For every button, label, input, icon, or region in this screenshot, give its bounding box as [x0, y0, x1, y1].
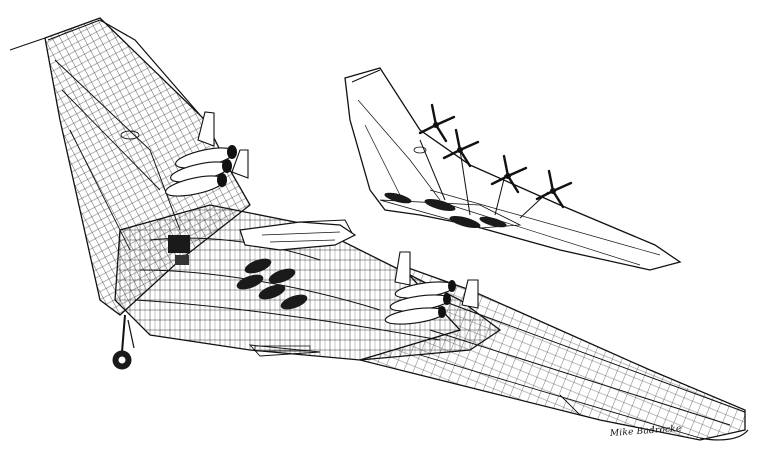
main-cutaway-aircraft — [9, 17, 749, 441]
secondary-prop-aircraft — [344, 67, 682, 271]
propeller-4 — [535, 169, 573, 209]
starboard-wing-cutaway — [357, 264, 749, 441]
landing-gear — [112, 314, 135, 370]
internal-engines-cutaway — [168, 235, 308, 310]
propeller-3 — [490, 154, 528, 194]
propeller-2 — [442, 128, 480, 168]
propeller-1 — [418, 103, 456, 143]
vertical-fins — [197, 111, 479, 309]
port-engine-nacelles — [165, 145, 237, 197]
prop-engine-nacelles — [384, 139, 549, 229]
cockpit-canopy — [239, 219, 357, 251]
starboard-engine-nacelles — [384, 280, 456, 325]
